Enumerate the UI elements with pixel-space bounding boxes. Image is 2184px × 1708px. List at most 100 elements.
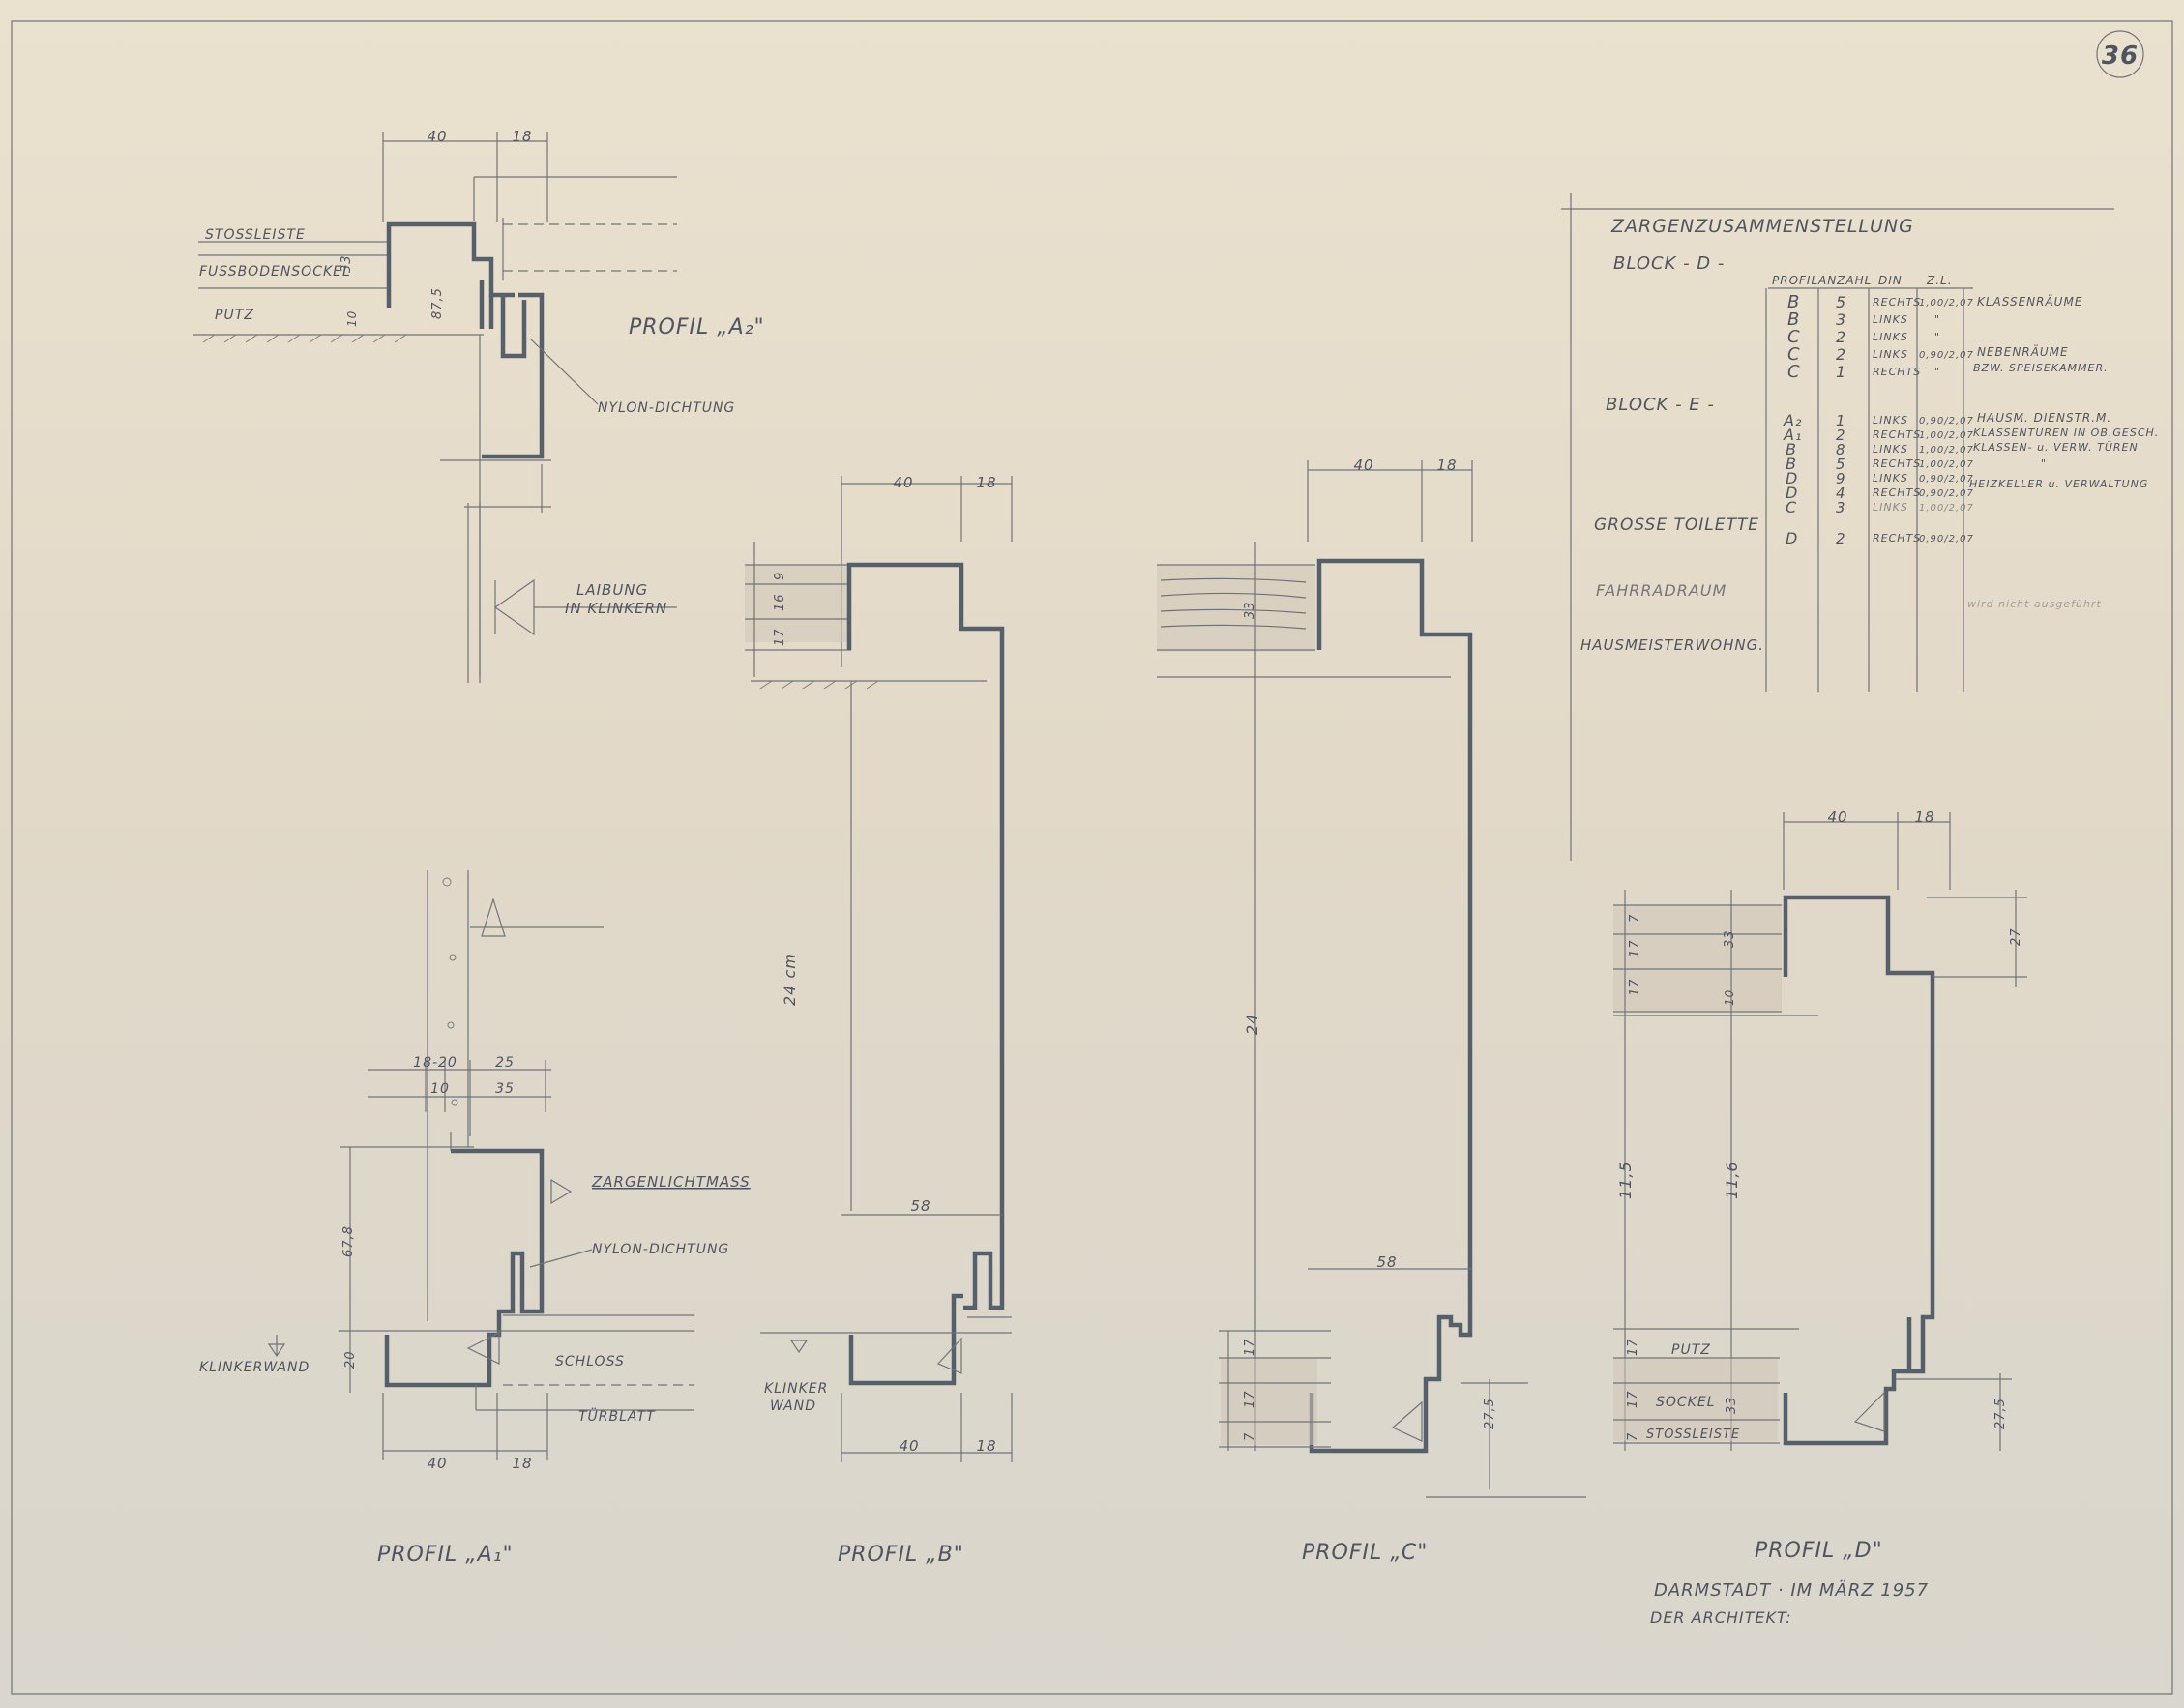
a2-dim-10: 10 (345, 310, 359, 327)
b-dim-bottom-18: 18 (976, 1437, 996, 1455)
b-profile-line (846, 562, 1005, 1386)
d-dim-275: 27,5 (1993, 1398, 2008, 1429)
schedule-note-faded: wird nicht ausgeführt (1967, 598, 2102, 610)
row-d-4-use: NEBENRÄUME (1977, 344, 2069, 359)
sheet-number-circle (2096, 30, 2144, 78)
b-dim-17: 17 (773, 628, 787, 646)
row-e-2-din: RECHTS (1873, 428, 1921, 441)
rows-block-d: B 5 RECHTS 1,00/2,07 KLASSENRÄUME B 3 LI… (1787, 292, 2109, 382)
c-title: PROFIL „C" (1302, 1541, 1428, 1565)
row-e-6-din: RECHTS (1873, 486, 1921, 499)
row-d-1-anzahl: 5 (1836, 293, 1846, 311)
rows-block-e: A₂ 1 LINKS 0,90/2,07 HAUSM. DIENSTR.M. A… (1783, 411, 2158, 516)
c-dim-275: 27,5 (1483, 1398, 1497, 1429)
b-dim-16: 16 (773, 593, 787, 611)
schedule-fahrradraum: FAHRRADRAUM (1596, 581, 1727, 600)
row-d-3-profil: C (1787, 327, 1801, 347)
d-dim-116: 11,6 (1723, 1161, 1741, 1199)
c-dim-bottom-7: 7 (1243, 1432, 1257, 1441)
d-dim-18: 18 (1914, 809, 1934, 826)
profile-a2-group: 40 18 STOSSLEISTE FUSSBODENSOCKEL PUTZ 3… (193, 128, 765, 683)
footer-architect: DER ARCHITEKT: (1650, 1608, 1792, 1627)
row-e-5-use: HEIZKELLER u. VERWALTUNG (1969, 478, 2148, 490)
header-profil: PROFIL (1772, 274, 1818, 287)
d-profile-line (1783, 895, 1935, 1446)
c-dim-33: 33 (1243, 601, 1257, 619)
a1-dim-bottom-18: 18 (512, 1455, 532, 1472)
a1-label-zargenlichtmass: ZARGENLICHTMASS (591, 1173, 751, 1191)
row-d-4-anzahl: 2 (1836, 345, 1846, 364)
row-e-4-use: " (2041, 457, 2047, 470)
schedule-hausmeisterwohng: HAUSMEISTERWOHNG. (1580, 636, 1764, 654)
row-d-4-profil: C (1787, 344, 1801, 365)
a2-dim-18: 18 (512, 128, 532, 145)
a2-label-laibung-1: LAIBUNG (576, 581, 648, 599)
row-e-5-anzahl: 9 (1836, 470, 1846, 487)
row-e-7-din: LINKS (1873, 501, 1908, 514)
c-dim-24: 24 (1243, 1014, 1261, 1035)
d-label-sockel: SOCKEL (1656, 1395, 1716, 1410)
a1-label-klinkerwand: KLINKERWAND (199, 1360, 310, 1375)
row-e-3-anzahl: 8 (1836, 441, 1846, 458)
row-d-1-din: RECHTS (1873, 296, 1921, 309)
a1-dim-10: 10 (430, 1081, 450, 1097)
row-t-anzahl: 2 (1836, 530, 1846, 547)
row-d-2-din: LINKS (1873, 313, 1908, 326)
header-zl: Z.L. (1926, 274, 1953, 287)
row-e-3-use: KLASSEN- u. VERW. TÜREN (1973, 441, 2139, 454)
a2-label-fussbodensockel: FUSSBODENSOCKEL (199, 264, 351, 280)
a2-profile-line (386, 221, 545, 459)
d-dim-33b: 33 (1725, 1396, 1739, 1414)
row-e-3-profil: B (1786, 440, 1797, 458)
a1-title: PROFIL „A₁" (377, 1543, 514, 1567)
b-label-klinker-1: KLINKER (764, 1381, 828, 1397)
a1-dim-25: 25 (495, 1055, 515, 1071)
b-title: PROFIL „B" (838, 1543, 964, 1567)
d-dim-40: 40 (1827, 809, 1847, 826)
profile-d-group: 40 18 7 17 17 33 10 27 11,5 11,6 17 17 7… (1613, 809, 2027, 1563)
row-e-1-zl: 0,90/2,07 (1919, 416, 1974, 427)
row-d-5-anzahl: 1 (1836, 363, 1846, 381)
b-dim-18: 18 (976, 474, 996, 491)
row-e-5-zl: 0,90/2,07 (1919, 474, 1974, 485)
a2-title: PROFIL „A₂" (629, 315, 765, 339)
d-dim-bottom-17b: 17 (1626, 1390, 1640, 1408)
profile-b-group: 40 18 9 16 17 58 24 cm KLINKER WAND 40 (745, 474, 1013, 1567)
footer-place: DARMSTADT · IM MÄRZ 1957 (1654, 1580, 1929, 1601)
c-profile-line (1309, 558, 1473, 1454)
row-t-profil: D (1786, 529, 1798, 547)
row-e-4-profil: B (1786, 455, 1797, 473)
d-dim-115: 11,5 (1616, 1161, 1635, 1199)
d-dim-17b: 17 (1628, 978, 1642, 996)
row-d-4-zl: 0,90/2,07 (1919, 350, 1974, 361)
sheet-border (11, 20, 2173, 1695)
schedule-block-e: BLOCK - E - (1606, 395, 1715, 415)
row-e-2-profil: A₁ (1783, 426, 1802, 444)
row-e-5-profil: D (1786, 469, 1798, 487)
row-e-1-use: HAUSM. DIENSTR.M. (1977, 411, 2111, 425)
c-dim-18: 18 (1436, 456, 1457, 474)
row-e-1-anzahl: 1 (1836, 412, 1846, 429)
row-t-zl: 0,90/2,07 (1919, 534, 1974, 545)
row-e-4-din: RECHTS (1873, 457, 1921, 470)
row-d-5-use: BZW. SPEISEKAMMER. (1973, 362, 2109, 374)
row-t-din: RECHTS (1873, 532, 1921, 545)
c-dim-bottom-17b: 17 (1243, 1390, 1257, 1408)
c-dim-bottom-17a: 17 (1243, 1338, 1257, 1356)
row-d-4-din: LINKS (1873, 348, 1908, 361)
a2-dim-875: 87,5 (430, 287, 445, 319)
d-label-stossleiste: STOSSLEISTE (1646, 1428, 1740, 1442)
a2-label-nylon: NYLON-DICHTUNG (598, 400, 735, 416)
row-d-1-profil: B (1787, 292, 1800, 312)
d-dim-33: 33 (1723, 929, 1737, 948)
row-d-1-use: KLASSENRÄUME (1977, 294, 2082, 309)
row-e-3-zl: 1,00/2,07 (1919, 445, 1974, 456)
a1-label-tuerblatt: TÜRBLATT (578, 1407, 656, 1425)
schedule-block-d: BLOCK - D - (1613, 253, 1725, 274)
a1-label-nylon: NYLON-DICHTUNG (592, 1242, 729, 1257)
b-dim-9: 9 (773, 572, 787, 580)
header-anzahl: ANZAHL (1817, 274, 1872, 287)
row-e-7-zl: 1,00/2,07 (1919, 503, 1974, 514)
